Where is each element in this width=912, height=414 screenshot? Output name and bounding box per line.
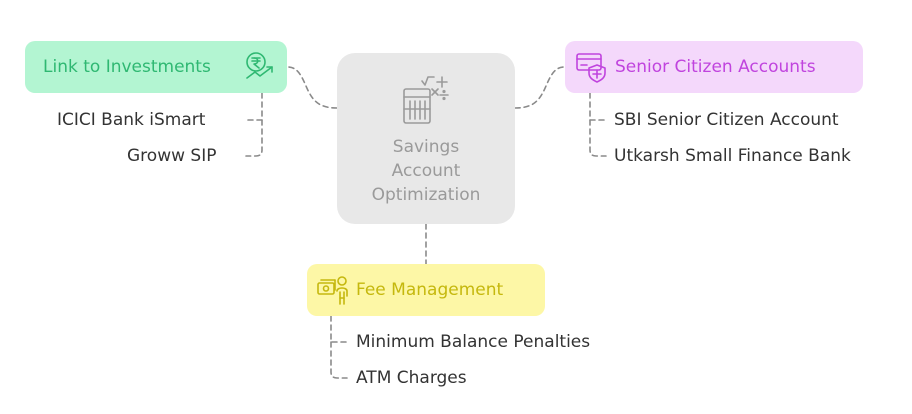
- center-title-line-3: Optimization: [371, 185, 481, 205]
- connector-investments-leaf-2: [245, 119, 263, 157]
- rupee-growth-icon: [246, 52, 273, 79]
- connector-fee-leaf-2: [330, 341, 348, 379]
- leaf-atm-charges: ATM Charges: [356, 368, 467, 388]
- connector-center-investments: [286, 66, 338, 109]
- center-node: Savings Account Optimization: [337, 53, 515, 224]
- connector-center-senior: [514, 66, 566, 109]
- center-title-line-1: Savings: [392, 137, 460, 157]
- center-title: Savings Account Optimization: [337, 135, 515, 207]
- leaf-groww-sip: Groww SIP: [127, 146, 217, 166]
- branch-link-to-investments: Link to Investments: [25, 41, 287, 93]
- connector-senior-leaf-2: [589, 119, 607, 157]
- leaf-utkarsh-small-finance-bank: Utkarsh Small Finance Bank: [614, 146, 851, 166]
- branch-senior-citizen-accounts: Senior Citizen Accounts: [565, 41, 863, 93]
- center-title-line-2: Account: [391, 161, 461, 181]
- branch-label: Fee Management: [356, 280, 504, 300]
- connector-fee-leaf-1: [330, 315, 348, 343]
- branch-label: Senior Citizen Accounts: [615, 57, 816, 77]
- leaf-sbi-senior-citizen-account: SBI Senior Citizen Account: [614, 110, 839, 130]
- branch-fee-management: Fee Management: [307, 264, 545, 316]
- leaf-minimum-balance-penalties: Minimum Balance Penalties: [356, 332, 591, 352]
- connector-senior-leaf-1: [589, 92, 607, 121]
- card-shield-icon: [576, 53, 606, 83]
- connector-investments-leaf-1: [245, 92, 263, 121]
- branch-label: Link to Investments: [43, 57, 211, 77]
- money-person-icon: [317, 276, 348, 305]
- leaf-icici-bank-ismart: ICICI Bank iSmart: [57, 110, 206, 130]
- calculator-icon: [403, 76, 449, 124]
